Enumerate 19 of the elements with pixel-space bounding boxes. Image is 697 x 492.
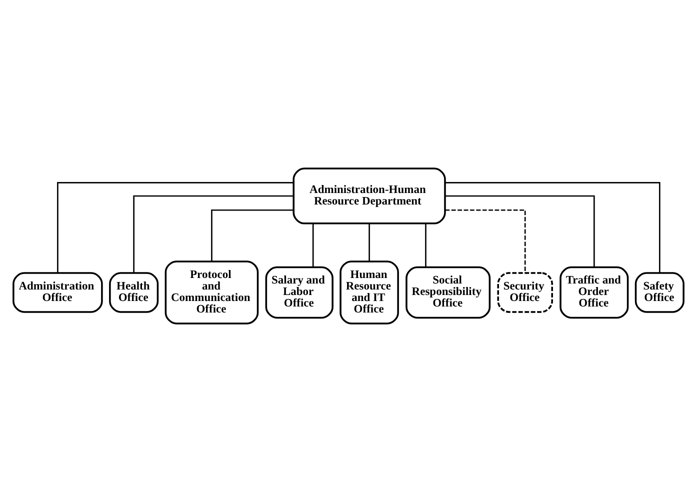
connector (133, 195, 294, 273)
connector (368, 224, 370, 262)
connector (445, 209, 526, 273)
connector (312, 224, 314, 268)
connector (445, 195, 595, 268)
node-box: Health Office (109, 272, 159, 313)
node-box: Protocol and Communication Office (164, 260, 259, 324)
node-box: Administration-Human Resource Department (292, 168, 446, 224)
connector (211, 209, 294, 262)
connector (57, 182, 294, 273)
node-box: Administration Office (12, 272, 103, 313)
node-box: Human Resource and IT Office (340, 260, 399, 324)
connector (445, 182, 660, 273)
node-box: Traffic and Order Office (560, 266, 629, 319)
node-box: Salary and Labor Office (265, 266, 334, 319)
node-box: Security Office (497, 272, 553, 313)
node-box: Safety Office (634, 272, 684, 313)
node-box: Social Responsibility Office (406, 266, 491, 319)
connector (425, 224, 426, 268)
